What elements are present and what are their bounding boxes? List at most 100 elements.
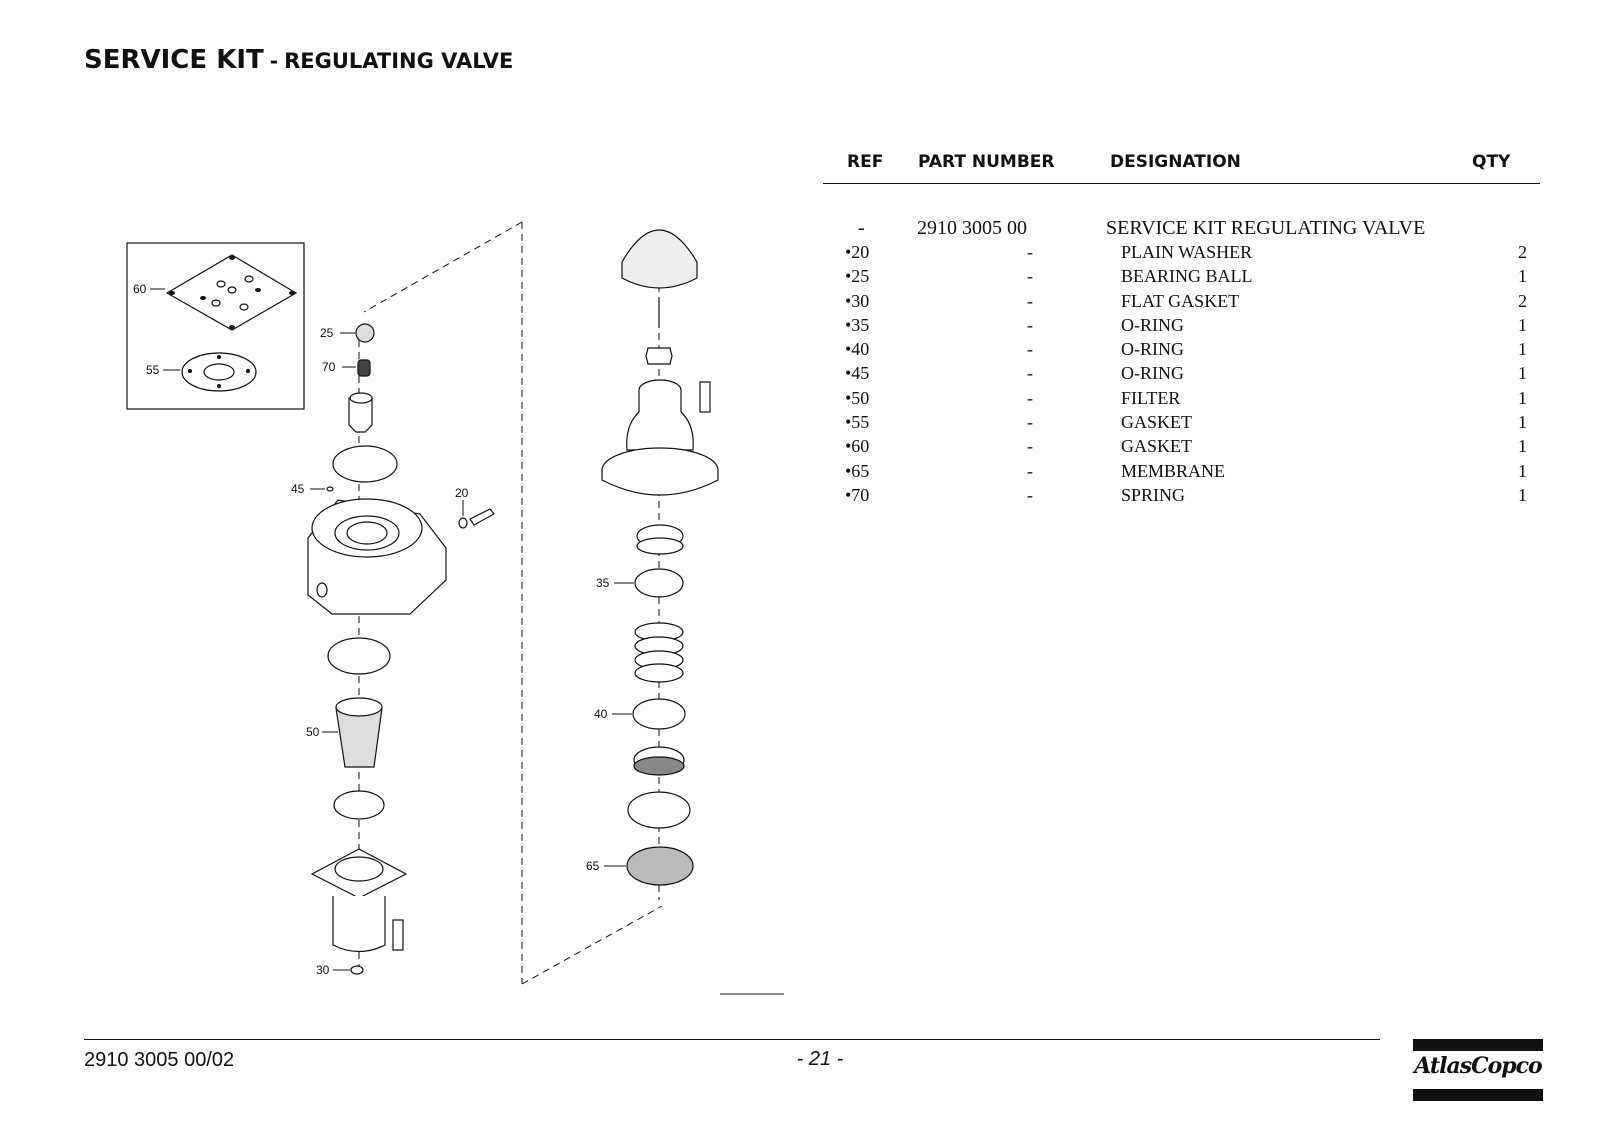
table-row: •40 - O-RING 1 [823, 339, 1543, 363]
gasket-60-hole-c [227, 286, 237, 294]
table-row: •50 - FILTER 1 [823, 388, 1543, 412]
gasket-60-holes [169, 256, 295, 329]
callout-50: 50 [306, 725, 320, 739]
row-part-number: - [1027, 363, 1033, 384]
row-qty: 1 [1518, 314, 1527, 335]
row-designation: O-RING [1121, 339, 1184, 360]
row-designation: FLAT GASKET [1121, 290, 1240, 311]
gasket-55-bore [203, 363, 235, 381]
kit-ref: - [858, 217, 865, 239]
document-number: 2910 3005 00/02 [84, 1049, 235, 1071]
row-qty: 2 [1518, 290, 1527, 311]
page-title: SERVICE KIT-REGULATING VALVE [84, 38, 513, 76]
diagram-svg: 60 55 25 70 45 20 50 30 35 40 65 [126, 221, 784, 995]
row-ref: •25 [845, 266, 870, 287]
kit-part-number: 2910 3005 00 [917, 217, 1027, 239]
title-main: SERVICE KIT [84, 45, 264, 75]
gasket-55-holes [188, 355, 250, 388]
row-part-number: - [1027, 436, 1033, 457]
gasket-60-hole-a [216, 280, 226, 288]
row-qty: 1 [1518, 339, 1527, 360]
table-row: •60 - GASKET 1 [823, 436, 1543, 460]
leader-lines [150, 288, 784, 995]
row-ref: •20 [845, 242, 870, 262]
row-qty: 1 [1518, 460, 1527, 481]
callout-40: 40 [594, 707, 608, 721]
table-row: •70 - SPRING 1 [823, 485, 1543, 509]
row-designation: GASKET [1121, 412, 1192, 433]
table-row: •55 - GASKET 1 [823, 412, 1543, 436]
row-ref: •65 [845, 460, 870, 481]
logo-wordmark: AtlasCopco [1414, 1053, 1542, 1079]
row-designation: MEMBRANE [1121, 460, 1226, 481]
row-ref: •70 [845, 484, 870, 505]
gasket-60-hole-b [244, 275, 254, 283]
gasket-60-hole-e [239, 303, 249, 311]
table-row: •35 - O-RING 1 [823, 315, 1543, 339]
table-row: •30 - FLAT GASKET 2 [823, 291, 1543, 315]
exploded-view-diagram: 60 55 25 70 45 20 50 30 35 40 65 [110, 215, 810, 995]
row-ref: •40 [845, 339, 870, 360]
callout-65: 65 [586, 859, 600, 873]
left-stack-parts [307, 323, 495, 975]
logo-bar-top [1413, 1039, 1543, 1051]
row-designation: FILTER [1121, 387, 1181, 408]
row-ref: •35 [845, 314, 870, 335]
kit-row: - 2910 3005 00 SERVICE KIT REGULATING VA… [823, 217, 1543, 243]
row-ref: •55 [845, 412, 870, 433]
row-part-number: - [1027, 290, 1033, 311]
row-part-number: - [1027, 242, 1033, 262]
row-qty: 1 [1518, 363, 1527, 384]
table-row: •45 - O-RING 1 [823, 363, 1543, 387]
row-part-number: - [1027, 460, 1033, 481]
title-subtitle: REGULATING VALVE [284, 49, 514, 73]
row-ref: •45 [845, 363, 870, 384]
table-row: •65 - MEMBRANE 1 [823, 461, 1543, 485]
header-designation: DESIGNATION [1110, 152, 1241, 172]
row-ref: •50 [845, 387, 870, 408]
logo-bar-bottom [1413, 1089, 1543, 1101]
row-qty: 1 [1518, 436, 1527, 457]
kit-designation: SERVICE KIT REGULATING VALVE [1106, 217, 1426, 239]
callout-60: 60 [133, 282, 147, 296]
row-qty: 1 [1518, 484, 1527, 505]
header-ref: REF [847, 152, 884, 172]
row-qty: 2 [1518, 242, 1527, 262]
callout-70: 70 [322, 360, 336, 374]
table-row: •20 - PLAIN WASHER 2 [823, 242, 1543, 266]
callout-45: 45 [291, 482, 305, 496]
row-ref: •60 [845, 436, 870, 457]
row-qty: 1 [1518, 387, 1527, 408]
gasket-60-hole-d [211, 299, 221, 307]
footer-rule [84, 1039, 1380, 1040]
header-qty: QTY [1472, 152, 1511, 172]
row-part-number: - [1027, 314, 1033, 335]
row-ref: •30 [845, 290, 870, 311]
header-part-number: PART NUMBER [918, 152, 1055, 172]
callout-20: 20 [455, 486, 469, 500]
row-designation: BEARING BALL [1121, 266, 1253, 287]
row-designation: O-RING [1121, 363, 1184, 384]
row-part-number: - [1027, 339, 1033, 360]
header-rule [823, 183, 1540, 184]
row-designation: PLAIN WASHER [1121, 242, 1253, 262]
atlas-copco-logo: AtlasCopco [1413, 1039, 1543, 1101]
callout-30: 30 [316, 963, 330, 977]
table-row: •25 - BEARING BALL 1 [823, 266, 1543, 290]
parts-list: •20 - PLAIN WASHER 2 •25 - BEARING BALL … [823, 242, 1543, 509]
callout-35: 35 [596, 576, 610, 590]
row-designation: GASKET [1121, 436, 1192, 457]
row-part-number: - [1027, 412, 1033, 433]
page-number: - 21 - [796, 1048, 844, 1070]
row-qty: 1 [1518, 412, 1527, 433]
right-stack-parts [601, 229, 719, 886]
title-separator: - [269, 49, 279, 73]
row-part-number: - [1027, 387, 1033, 408]
row-qty: 1 [1518, 266, 1527, 287]
callout-25: 25 [320, 326, 334, 340]
callout-55: 55 [146, 363, 160, 377]
row-designation: SPRING [1121, 484, 1186, 505]
row-part-number: - [1027, 266, 1033, 287]
row-part-number: - [1027, 484, 1033, 505]
row-designation: O-RING [1121, 314, 1184, 335]
